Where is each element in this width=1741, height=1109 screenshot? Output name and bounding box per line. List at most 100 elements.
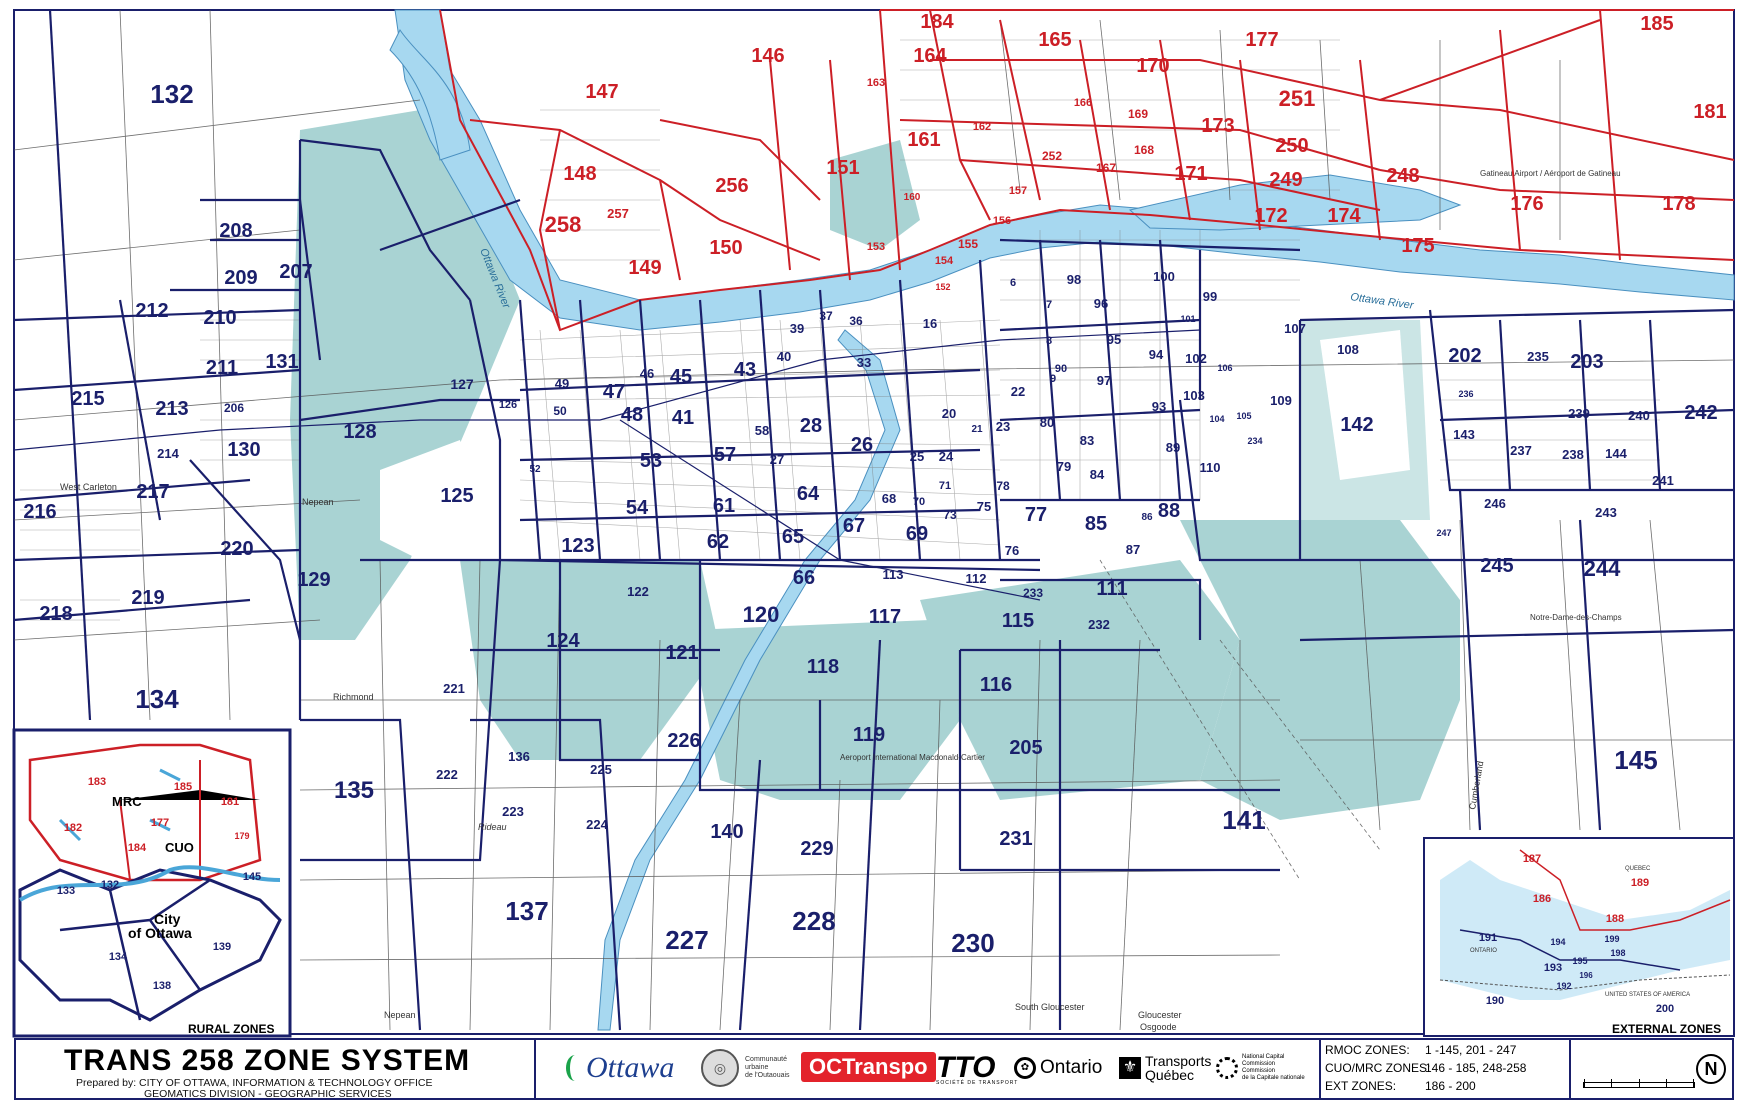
ottawa-swoosh-icon [566, 1055, 584, 1081]
zone-label-177: 177 [151, 817, 169, 829]
zone-label-139: 139 [213, 941, 231, 953]
zone-label-138: 138 [153, 980, 171, 992]
zone-label-206: 206 [224, 401, 244, 415]
place-label: Nepean [302, 497, 334, 507]
zone-label-193: 193 [1544, 962, 1562, 974]
prepared-by: Prepared by: CITY OF OTTAWA, INFORMATION… [76, 1078, 432, 1100]
zone-label-218: 218 [39, 603, 72, 625]
zone-label-194: 194 [1550, 937, 1565, 947]
zone-label-235: 235 [1527, 349, 1549, 364]
zone-label-47: 47 [603, 381, 625, 403]
zone-label-45: 45 [670, 366, 692, 388]
place-label: South Gloucester [1015, 1002, 1085, 1012]
inset-city-label: City [154, 911, 181, 927]
zone-label-225: 225 [590, 762, 612, 777]
zone-label-188: 188 [1606, 913, 1624, 925]
ncc-logo-text: Commission [1242, 1068, 1276, 1074]
zone-label-249: 249 [1269, 169, 1302, 191]
zone-label-9: 9 [1050, 373, 1056, 385]
zone-label-223: 223 [502, 804, 524, 819]
zone-label-54: 54 [626, 497, 649, 519]
zone-label-236: 236 [1458, 389, 1473, 399]
zone-label-118: 118 [807, 656, 839, 678]
zone-label-250: 250 [1275, 135, 1308, 157]
zone-label-116: 116 [980, 674, 1012, 696]
zone-label-205: 205 [1009, 737, 1042, 759]
zone-label-155: 155 [958, 237, 978, 251]
place-label: Rideau [478, 822, 507, 832]
zone-label-132: 132 [150, 79, 193, 109]
zone-label-67: 67 [843, 515, 865, 537]
zone-label-33: 33 [857, 355, 871, 370]
zone-label-129: 129 [297, 569, 330, 591]
zone-label-241: 241 [1652, 473, 1674, 488]
inset-frame [12, 728, 292, 1038]
zone-label-127: 127 [450, 376, 474, 392]
zone-label-49: 49 [555, 376, 569, 391]
zone-label-77: 77 [1025, 504, 1047, 526]
zone-label-237: 237 [1510, 443, 1532, 458]
zone-label-164: 164 [913, 45, 947, 67]
zone-label-137: 137 [505, 896, 548, 926]
zone-label-153: 153 [867, 241, 885, 253]
zone-label-135: 135 [334, 777, 374, 804]
zone-label-99: 99 [1203, 289, 1217, 304]
zone-label-170: 170 [1136, 55, 1169, 77]
zone-label-169: 169 [1128, 107, 1148, 121]
zone-label-23: 23 [996, 419, 1010, 434]
zone-label-48: 48 [621, 404, 643, 426]
inset-cuo-label: CUO [165, 840, 194, 855]
legend-row: CUO/MRC ZONES:146 - 185, 248-258 [1325, 1061, 1526, 1075]
ncc-logo-text: National Capital [1242, 1054, 1285, 1060]
place-label: Notre-Dame-des-Champs [1530, 613, 1622, 622]
zone-label-124: 124 [546, 630, 580, 652]
inset-city-label: of Ottawa [128, 925, 192, 941]
zone-label-109: 109 [1270, 393, 1292, 408]
zone-label-140: 140 [710, 821, 743, 843]
zone-label-161: 161 [907, 129, 940, 151]
zone-label-219: 219 [131, 587, 164, 609]
cuo-zone-boundaries [439, 9, 1735, 332]
zone-label-90: 90 [1055, 363, 1067, 375]
zone-label-113: 113 [883, 567, 904, 582]
zone-label-177: 177 [1245, 29, 1278, 51]
zone-label-85: 85 [1085, 513, 1107, 535]
tq-logo-text: Transports [1145, 1053, 1212, 1069]
zone-label-256: 256 [715, 175, 748, 197]
legend-row: EXT ZONES:186 - 200 [1325, 1079, 1476, 1093]
zone-label-143: 143 [1453, 427, 1475, 442]
zone-label-179: 179 [234, 831, 249, 841]
zone-label-131: 131 [265, 351, 298, 373]
zone-label-199: 199 [1604, 934, 1619, 944]
zone-label-104: 104 [1209, 414, 1224, 424]
ncc-logo-text: de la Capitale nationale [1242, 1075, 1305, 1081]
zone-label-171: 171 [1174, 163, 1207, 185]
zone-label-65: 65 [782, 526, 804, 548]
zone-label-191: 191 [1479, 932, 1497, 944]
zone-label-126: 126 [499, 399, 517, 411]
legend-value: 146 - 185, 248-258 [1425, 1061, 1527, 1075]
inset-region-label: UNITED STATES OF AMERICA [1605, 992, 1690, 998]
title-block: TRANS 258 ZONE SYSTEM Prepared by: CITY … [16, 1040, 536, 1100]
zone-label-220: 220 [220, 538, 253, 560]
zone-label-154: 154 [935, 255, 954, 267]
zone-label-152: 152 [935, 282, 950, 292]
fleur-de-lis-icon: ⚜ [1119, 1057, 1141, 1079]
zone-label-189: 189 [1631, 877, 1649, 889]
zone-label-251: 251 [1279, 86, 1316, 111]
zone-label-195: 195 [1572, 956, 1587, 966]
zone-label-187: 187 [1523, 853, 1541, 865]
zone-label-122: 122 [627, 584, 649, 599]
zone-label-73: 73 [943, 508, 957, 522]
zone-label-119: 119 [853, 724, 885, 746]
zone-label-69: 69 [906, 523, 928, 545]
zone-label-100: 100 [1153, 269, 1175, 284]
zone-label-148: 148 [563, 163, 596, 185]
zone-label-229: 229 [800, 838, 833, 860]
legend-key: EXT ZONES: [1325, 1079, 1397, 1093]
zone-label-196: 196 [1579, 971, 1593, 980]
